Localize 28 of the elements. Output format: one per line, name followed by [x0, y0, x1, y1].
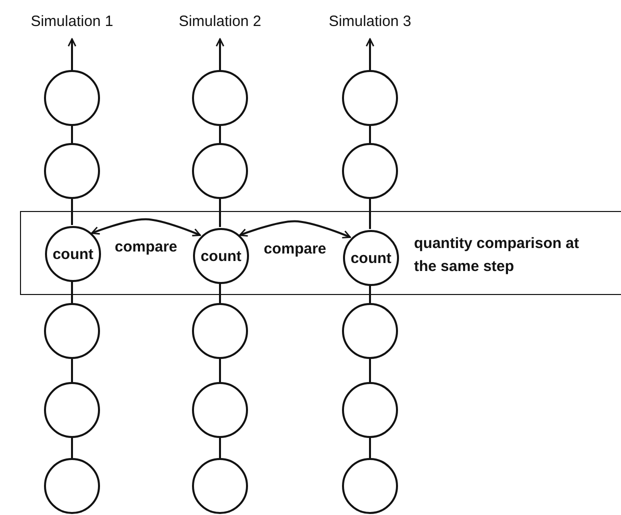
- connector-line: [369, 199, 371, 229]
- step-label: count: [350, 250, 392, 266]
- connector-line: [369, 438, 371, 458]
- connector-line: [219, 359, 221, 382]
- simulation-title: Simulation 3: [328, 12, 412, 30]
- simulation-title: Simulation 1: [30, 12, 114, 30]
- step-circle: [193, 228, 249, 284]
- arrow: [366, 38, 374, 70]
- connector-line: [71, 126, 73, 143]
- connector-line: [369, 126, 371, 143]
- connector-line: [219, 126, 221, 143]
- connector-line: [71, 199, 73, 225]
- arrow: [216, 38, 224, 70]
- connector-line: [219, 283, 221, 303]
- connector-line: [71, 359, 73, 382]
- arrow: [91, 218, 201, 236]
- step-label: count: [52, 246, 94, 262]
- connector-line: [219, 199, 221, 227]
- connector-line: [369, 359, 371, 382]
- arrow: [239, 220, 351, 238]
- connector-line: [71, 438, 73, 458]
- connector-line: [71, 281, 73, 303]
- band-note: quantity comparison at the same step: [414, 234, 580, 277]
- connector-line: [219, 438, 221, 458]
- simulation-title: Simulation 2: [178, 12, 262, 30]
- step-label: count: [200, 248, 242, 264]
- arrow: [68, 38, 76, 70]
- connector-line: [369, 285, 371, 303]
